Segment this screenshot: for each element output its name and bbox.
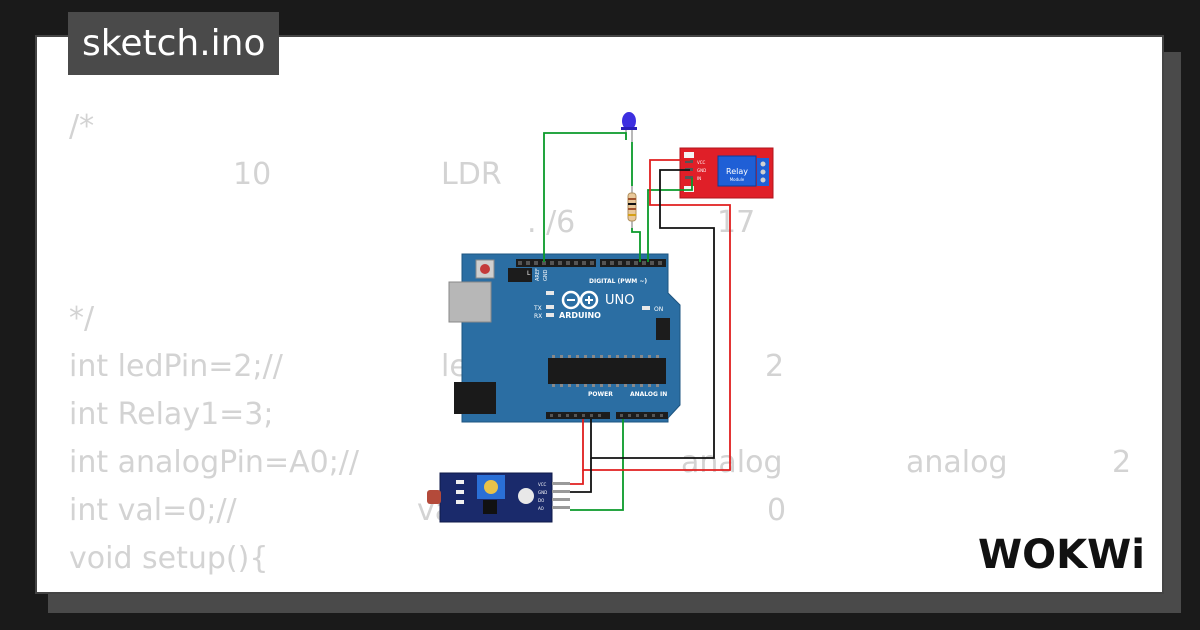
wires: [543, 132, 731, 511]
analog-header: [616, 412, 668, 419]
code-comment-fragment: LDR: [441, 157, 502, 192]
board-brand-label: ARDUINO: [559, 311, 601, 320]
l-led: [546, 291, 554, 295]
sketch-title-tab: sketch.ino: [68, 12, 280, 75]
wire-gnd-ldr: [570, 458, 592, 493]
ldr-comparator-chip: [483, 500, 497, 514]
code-line-fragment: analog: [681, 445, 783, 480]
wire-5v-ldr: [570, 470, 584, 485]
wokwi-logo: WOKWi: [978, 532, 1145, 576]
code-comment-open: /*: [69, 109, 95, 144]
code-comment-fragment: . /6: [527, 205, 576, 240]
code-line-fragment: 2: [765, 349, 785, 384]
digital-header-left: [516, 259, 596, 267]
code-background: /* 10 LDR . /6 17 */ int ledPin=2;// le …: [37, 37, 1162, 592]
digital-header-right: [600, 259, 666, 267]
code-line-fragment: 2: [1112, 445, 1132, 480]
gnd-pin-label: GND: [543, 269, 549, 281]
relay-module[interactable]: Relay Module VCC GND IN: [679, 147, 774, 199]
relay-coil-block: [717, 155, 757, 187]
tx-led-label: TX: [533, 305, 542, 312]
power-jack: [454, 382, 496, 414]
tx-led: [546, 305, 554, 309]
power-header: [546, 412, 610, 419]
code-line-relay: int Relay1=3;: [69, 397, 274, 432]
code-comment-close: */: [69, 301, 95, 336]
ldr-power-led: [518, 488, 534, 504]
analog-header-label: ANALOG IN: [630, 391, 667, 398]
wokwi-logo-text: WOKWi: [978, 532, 1145, 576]
relay-sublabel: Module: [730, 177, 745, 182]
usb-port: [448, 281, 492, 323]
code-comment-fragment: 10: [233, 157, 272, 192]
ldr-pin-ao: AO: [538, 506, 544, 511]
code-line-ledpin: int ledPin=2;//: [69, 349, 283, 384]
on-led: [642, 306, 650, 310]
wire-pin3-relay: [647, 178, 693, 262]
ldr-photoresistor: [427, 490, 441, 504]
wire-resistor-pin2: [631, 228, 641, 262]
ldr-pin-vcc: VCC: [538, 482, 547, 487]
code-line-setup: void setup(){: [69, 541, 269, 576]
l-led-label: L: [527, 270, 531, 277]
relay-pin-in: IN: [697, 176, 701, 181]
rx-led-label: RX: [534, 313, 542, 320]
resistor[interactable]: [627, 186, 637, 228]
arduino-infinity-icon: [561, 290, 599, 310]
reset-button-cap: [480, 264, 490, 274]
code-comment-fragment: 17: [717, 205, 756, 240]
ldr-pin-do: DO: [538, 498, 544, 503]
relay-pin-gnd: GND: [697, 168, 706, 173]
code-line-fragment: 0: [767, 493, 787, 528]
wire-a0-ldr: [570, 419, 624, 511]
rx-led: [546, 313, 554, 317]
code-line-val: int val=0;//: [69, 493, 237, 528]
board-model-label: UNO: [605, 293, 634, 308]
code-line-fragment: analog: [906, 445, 1008, 480]
potentiometer-knob[interactable]: [484, 480, 498, 494]
digital-header-label: DIGITAL (PWM ~): [589, 278, 647, 285]
ldr-sensor-module[interactable]: VCC GND DO AO: [427, 472, 570, 523]
relay-label: Relay: [726, 167, 748, 176]
ldr-pin-gnd: GND: [538, 490, 547, 495]
wire-gnd-led: [543, 132, 627, 262]
aref-pin-label: AREF: [535, 268, 541, 281]
arduino-uno-board[interactable]: AREF GND DIGITAL (PWM ~) L TX RX UNO ARD…: [448, 253, 681, 423]
power-header-label: POWER: [588, 391, 613, 398]
atmega-chip: [548, 358, 666, 384]
code-line-analogpin: int analogPin=A0;//: [69, 445, 360, 480]
blue-led[interactable]: [621, 112, 637, 142]
on-led-label: ON: [654, 306, 663, 313]
relay-pin-vcc: VCC: [697, 160, 706, 165]
